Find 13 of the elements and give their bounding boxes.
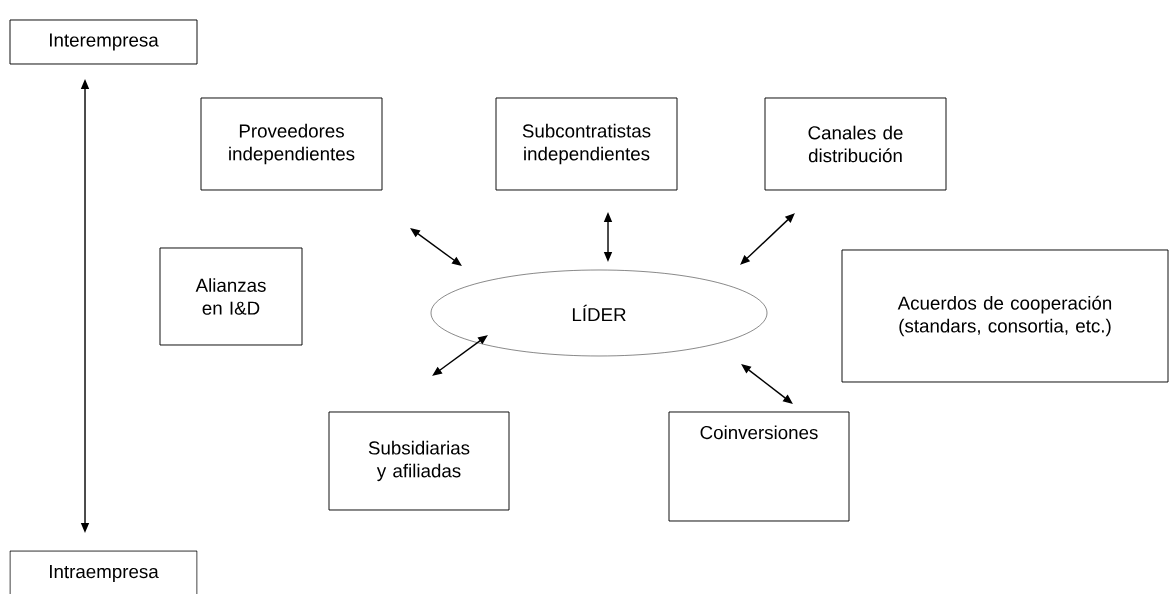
text-box: Subsidiarias y afiliadas (328, 411, 510, 511)
text-box: Proveedores independientes (200, 97, 383, 191)
text-box: Interempresa (9, 19, 198, 65)
arrow (432, 335, 488, 376)
arrow (410, 228, 462, 266)
arrow (741, 364, 793, 404)
text-box: Canales de distribución (764, 97, 947, 191)
text-box: Subcontratistas independientes (495, 97, 678, 191)
arrow (740, 213, 795, 265)
text-box: Alianzas en I&D (159, 247, 303, 346)
text-box: Coinversiones (668, 411, 850, 522)
text-box: Intraempresa (9, 550, 198, 594)
text-box: Acuerdos de cooperación (standars, consortia, etc.) (841, 249, 1169, 383)
